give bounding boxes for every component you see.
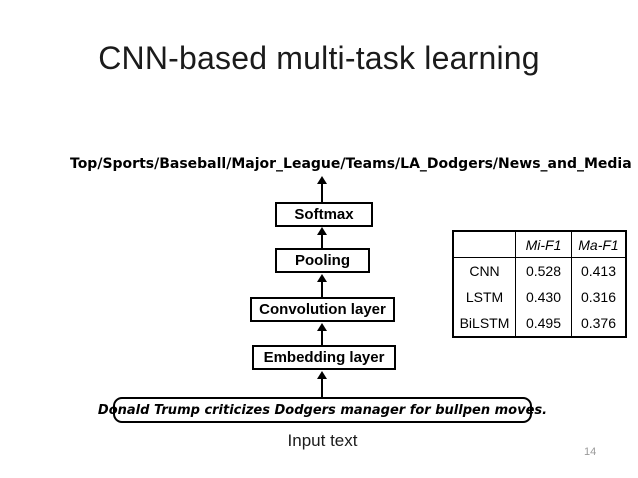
mi-f1-cell: 0.528 [515, 257, 572, 284]
mi-f1-cell: 0.495 [515, 310, 572, 337]
table-row: BiLSTM 0.495 0.376 [452, 310, 627, 337]
arrow-convolution-to-pooling [317, 274, 327, 297]
arrow-input-to-embedding [317, 371, 327, 397]
ma-f1-cell: 0.413 [571, 257, 627, 284]
predicted-category-label: Top/Sports/Baseball/Major_League/Teams/L… [70, 156, 632, 172]
model-name-cell: BiLSTM [452, 310, 516, 337]
softmax-layer-box: Softmax [275, 202, 373, 227]
header-ma-f1: Ma-F1 [571, 231, 627, 258]
ma-f1-cell: 0.316 [571, 284, 627, 310]
table-row: CNN 0.528 0.413 [452, 257, 627, 284]
slide-title: CNN-based multi-task learning [98, 40, 540, 76]
mi-f1-cell: 0.430 [515, 284, 572, 310]
arrow-embedding-to-convolution [317, 323, 327, 345]
page-number: 14 [584, 446, 597, 458]
embedding-layer-box: Embedding layer [252, 345, 396, 370]
results-table: Mi-F1 Ma-F1 CNN 0.528 0.413 LSTM 0.430 0… [452, 230, 627, 338]
header-empty-cell [452, 231, 516, 258]
arrow-softmax-to-output [317, 176, 327, 202]
input-text-caption: Input text [287, 431, 358, 450]
table-header-row: Mi-F1 Ma-F1 [452, 231, 627, 258]
arrow-pooling-to-softmax [317, 227, 327, 248]
header-mi-f1: Mi-F1 [515, 231, 572, 258]
pooling-layer-box: Pooling [275, 248, 370, 273]
table-row: LSTM 0.430 0.316 [452, 284, 627, 310]
model-name-cell: CNN [452, 257, 516, 284]
ma-f1-cell: 0.376 [571, 310, 627, 337]
model-name-cell: LSTM [452, 284, 516, 310]
input-sentence-box: Donald Trump criticizes Dodgers manager … [98, 397, 547, 423]
convolution-layer-box: Convolution layer [250, 297, 395, 322]
